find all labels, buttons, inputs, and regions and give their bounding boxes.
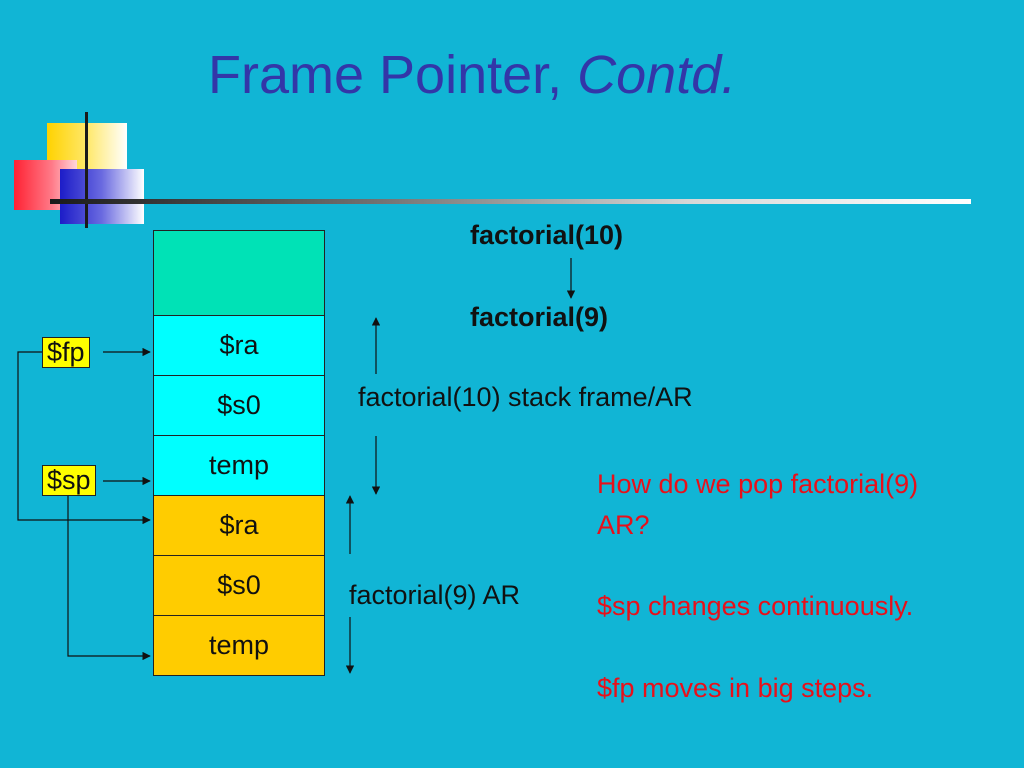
question-line-2: AR? [597, 510, 650, 540]
fp-link [17, 351, 151, 525]
sp-register: $sp [42, 465, 96, 496]
call-inner-label: factorial(9) [470, 302, 609, 332]
sp-note: $sp changes continuously. [597, 591, 914, 621]
stack-cell-temp-caller: temp [153, 435, 325, 496]
title-underline [50, 199, 971, 204]
fp-note: $fp moves in big steps. [597, 673, 874, 703]
stack-cell-top [153, 230, 325, 316]
stack-cell-s0-callee: $s0 [153, 555, 325, 616]
stack-cell-temp-callee: temp [153, 615, 325, 676]
title-italic: Contd. [577, 45, 737, 105]
slide-title: Frame Pointer, Contd. [208, 44, 736, 106]
decor-blue-square [60, 169, 144, 224]
call-outer-label: factorial(10) [470, 220, 624, 250]
stack-cell-s0-caller: $s0 [153, 375, 325, 436]
sp-link [67, 496, 151, 661]
decor-vertical-line [85, 112, 88, 228]
inner-frame-label: factorial(9) AR [349, 580, 521, 610]
stack-cell-ra-caller: $ra [153, 315, 325, 376]
fp-register: $fp [42, 337, 90, 368]
stack-diagram: $ra $s0 temp $ra $s0 temp [153, 230, 325, 676]
outer-frame-label: factorial(10) stack frame/AR [358, 382, 693, 412]
question-line-1: How do we pop factorial(9) [597, 469, 919, 499]
title-main: Frame Pointer, [208, 45, 578, 105]
